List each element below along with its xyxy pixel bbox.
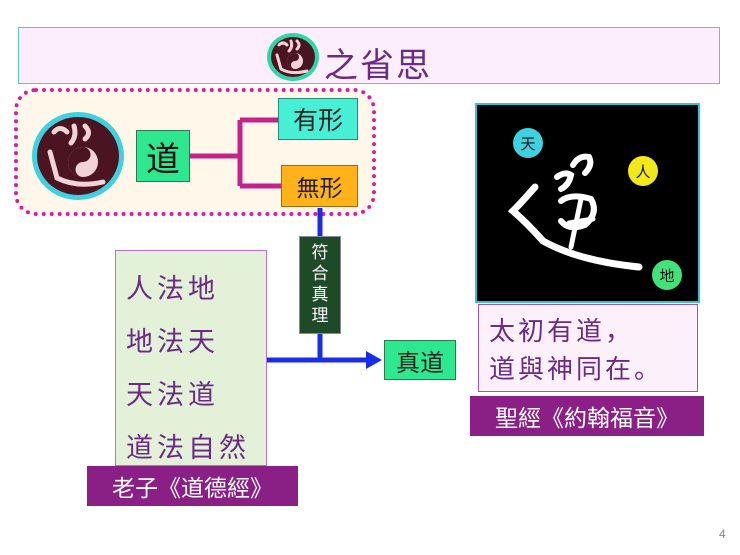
invisible-form-node: 無形 — [281, 165, 358, 207]
truth-label: 符合真理 — [299, 236, 341, 334]
laozi-line: 地法天 — [126, 327, 219, 358]
visible-form-node: 有形 — [278, 98, 358, 140]
bible-quote-line: 道與神同在。 — [489, 355, 664, 385]
bible-source-label: 聖經《約翰福音》 — [470, 396, 704, 436]
bible-quote-box: 太初有道， 道與神同在。 — [478, 304, 698, 392]
page-title: 之省思 — [324, 46, 432, 86]
laozi-line: 人法地 — [126, 274, 219, 305]
dao-glyph-icon — [32, 112, 124, 200]
bible-quote-line: 太初有道， — [489, 317, 635, 347]
heaven-label: 天 — [520, 134, 536, 153]
page-number: 4 — [719, 527, 726, 541]
earth-label: 地 — [659, 266, 675, 285]
laozi-line: 道法自然 — [126, 433, 250, 464]
dao-calligraphy-icon — [507, 128, 682, 290]
man-label: 人 — [635, 162, 651, 181]
laozi-source-label: 老子《道德經》 — [87, 466, 298, 506]
true-dao-node: 真道 — [384, 340, 456, 380]
title-bar — [18, 27, 720, 84]
dao-node: 道 — [136, 130, 190, 182]
laozi-quote-box: 人法地 地法天 天法道 道法自然 — [115, 250, 267, 466]
dao-glyph-icon — [267, 33, 319, 81]
laozi-line: 天法道 — [126, 380, 219, 411]
calligraphy-image: 天 人 地 — [475, 103, 700, 303]
